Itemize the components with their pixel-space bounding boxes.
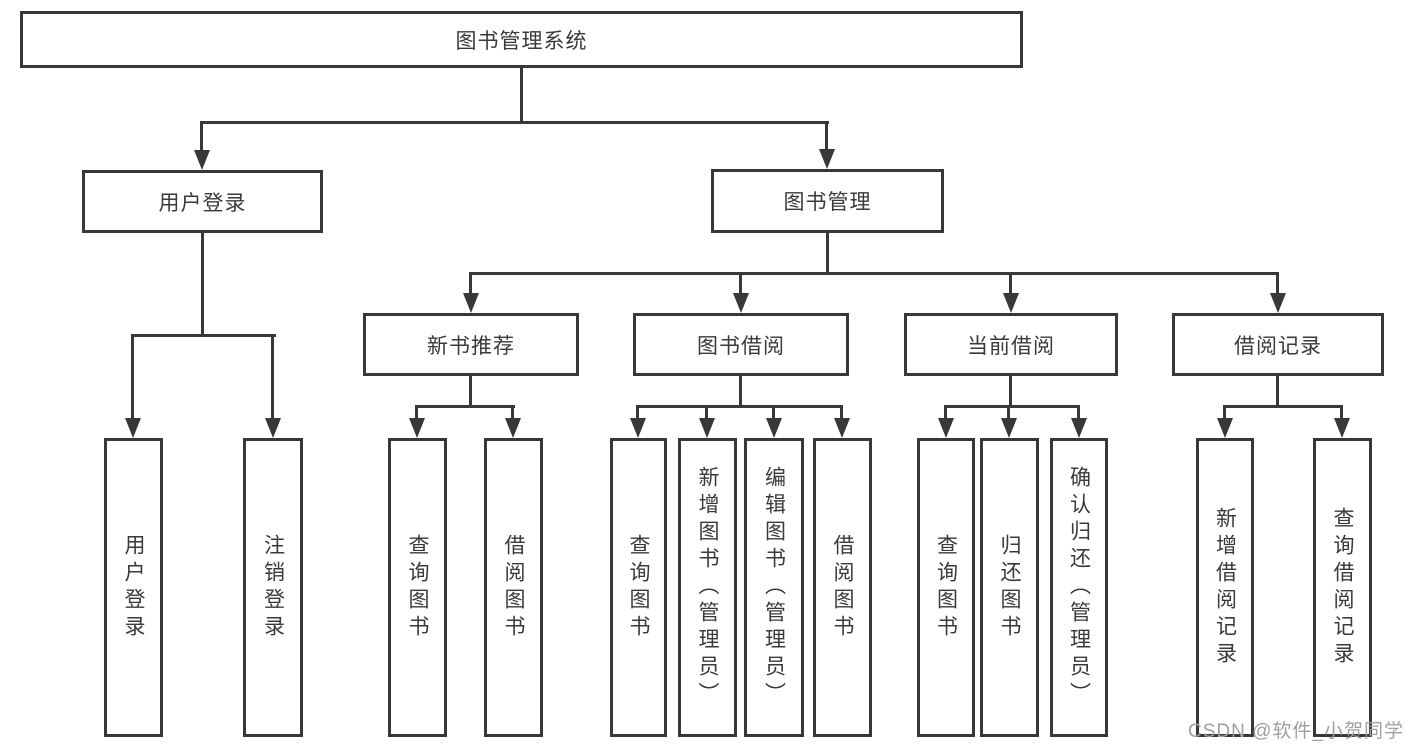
node-current-borrowing-label: 当前借阅 bbox=[967, 334, 1055, 358]
arrow-to-leaf-query-book-1 bbox=[409, 405, 425, 438]
node-borrowing-records-label: 借阅记录 bbox=[1234, 334, 1322, 358]
arrow-to-book-management bbox=[819, 121, 835, 169]
arrow-to-current-borrowing bbox=[1003, 272, 1019, 313]
connector-user-login-stem bbox=[201, 233, 204, 336]
arrow-to-book-borrowing bbox=[733, 272, 749, 313]
leaf-add-borrow-record: 新增借阅记录 bbox=[1196, 438, 1254, 737]
connector-book-management-stem bbox=[826, 233, 829, 275]
connector-current-borrowing-stem bbox=[1009, 376, 1012, 407]
connector-borrowing-records-branch bbox=[1223, 405, 1343, 408]
connector-current-borrowing-branch bbox=[944, 405, 1079, 408]
connector-new-book-stem bbox=[469, 376, 472, 407]
connector-root-stem bbox=[520, 68, 523, 123]
leaf-query-book-recommend: 查询图书 bbox=[388, 438, 447, 737]
leaf-logout: 注销登录 bbox=[243, 438, 303, 737]
leaf-logout-label: 注销登录 bbox=[261, 533, 285, 642]
node-book-borrowing-label: 图书借阅 bbox=[697, 334, 785, 358]
arrow-to-leaf-query-book-3 bbox=[938, 405, 954, 438]
leaf-query-book-current: 查询图书 bbox=[917, 438, 975, 737]
node-root: 图书管理系统 bbox=[20, 11, 1023, 68]
leaf-borrow-book-borrowing: 借阅图书 bbox=[813, 438, 872, 737]
leaf-user-login: 用户登录 bbox=[104, 438, 163, 737]
leaf-confirm-return-admin: 确认归还（管理员） bbox=[1050, 438, 1108, 737]
arrow-to-borrowing-records bbox=[1270, 272, 1286, 313]
leaf-query-book-borrowing-label: 查询图书 bbox=[627, 533, 650, 642]
node-book-management-label: 图书管理 bbox=[783, 191, 872, 214]
leaf-query-borrow-record: 查询借阅记录 bbox=[1313, 438, 1372, 737]
arrow-to-leaf-logout bbox=[265, 334, 281, 438]
arrow-to-user-login bbox=[194, 121, 210, 170]
leaf-borrow-book-recommend: 借阅图书 bbox=[484, 438, 543, 737]
leaf-query-book-current-label: 查询图书 bbox=[934, 533, 958, 642]
node-user-login-label: 用户登录 bbox=[158, 191, 247, 215]
leaf-borrow-book-recommend-label: 借阅图书 bbox=[502, 533, 525, 642]
node-book-borrowing: 图书借阅 bbox=[633, 313, 849, 376]
node-book-management: 图书管理 bbox=[711, 169, 944, 233]
connector-new-book-branch bbox=[416, 405, 515, 408]
connector-book-borrowing-stem bbox=[739, 376, 742, 407]
leaf-edit-book-admin-label: 编辑图书（管理员） bbox=[762, 466, 786, 709]
leaf-add-book-admin-label: 新增图书（管理员） bbox=[696, 466, 719, 709]
arrow-to-leaf-return-book bbox=[1001, 405, 1017, 438]
leaf-add-book-admin: 新增图书（管理员） bbox=[678, 438, 737, 737]
node-current-borrowing: 当前借阅 bbox=[904, 313, 1118, 376]
arrow-to-leaf-borrow-book-2 bbox=[834, 405, 850, 438]
arrow-to-leaf-user-login bbox=[125, 334, 141, 438]
leaf-confirm-return-admin-label: 确认归还（管理员） bbox=[1067, 466, 1091, 709]
arrow-to-leaf-confirm-return bbox=[1071, 405, 1087, 438]
leaf-return-book: 归还图书 bbox=[980, 438, 1039, 737]
leaf-query-book-borrowing: 查询图书 bbox=[610, 438, 667, 737]
connector-user-login-branch bbox=[132, 334, 276, 337]
node-new-book-recommend: 新书推荐 bbox=[363, 313, 579, 376]
leaf-add-borrow-record-label: 新增借阅记录 bbox=[1213, 506, 1237, 669]
leaf-query-borrow-record-label: 查询借阅记录 bbox=[1331, 506, 1354, 669]
arrow-to-leaf-edit-book bbox=[766, 405, 782, 438]
arrow-to-leaf-add-book bbox=[699, 405, 715, 438]
connector-book-management-branch bbox=[469, 272, 1279, 275]
leaf-query-book-recommend-label: 查询图书 bbox=[406, 533, 429, 642]
connector-borrowing-records-stem bbox=[1276, 376, 1279, 407]
arrow-to-leaf-add-record bbox=[1217, 405, 1233, 438]
node-borrowing-records: 借阅记录 bbox=[1172, 313, 1384, 376]
node-root-label: 图书管理系统 bbox=[455, 29, 588, 53]
leaf-borrow-book-borrowing-label: 借阅图书 bbox=[831, 533, 854, 642]
connector-book-borrowing-branch bbox=[637, 405, 843, 408]
csdn-watermark: CSDN @软件_小贺同学 bbox=[1188, 721, 1404, 742]
arrow-to-leaf-borrow-book-1 bbox=[505, 405, 521, 438]
arrow-to-new-book-recommend bbox=[463, 272, 479, 313]
arrow-to-leaf-query-book-2 bbox=[630, 405, 646, 438]
node-new-book-recommend-label: 新书推荐 bbox=[427, 334, 515, 358]
leaf-return-book-label: 归还图书 bbox=[998, 533, 1021, 642]
leaf-user-login-label: 用户登录 bbox=[122, 533, 145, 642]
connector-root-branch bbox=[201, 121, 829, 124]
leaf-edit-book-admin: 编辑图书（管理员） bbox=[744, 438, 804, 737]
arrow-to-leaf-query-record bbox=[1334, 405, 1350, 438]
node-user-login: 用户登录 bbox=[82, 170, 323, 233]
